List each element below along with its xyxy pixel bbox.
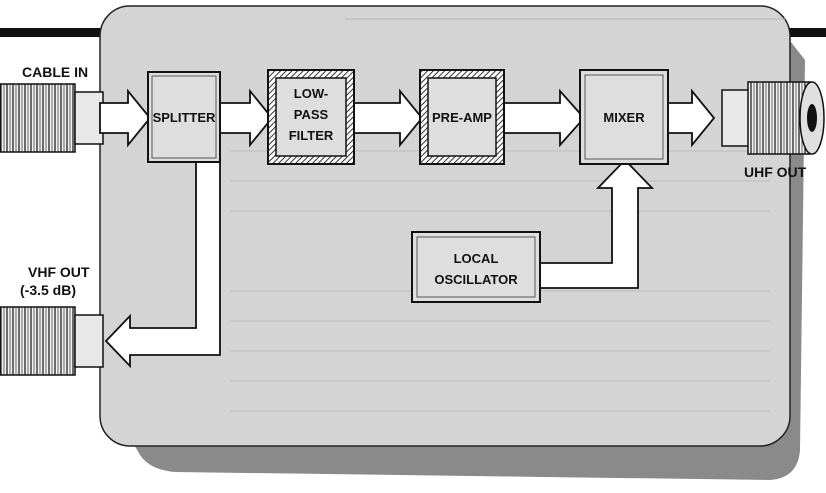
low-pass-filter-block: LOW- PASS FILTER	[268, 70, 354, 164]
cable-in-label: CABLE IN	[22, 64, 88, 80]
uhf-out-label: UHF OUT	[744, 164, 807, 180]
local-oscillator-label-line-2: OSCILLATOR	[434, 272, 518, 287]
pre-amp-label: PRE-AMP	[432, 110, 492, 125]
cable-in-connector	[0, 84, 103, 152]
vhf-out-label: VHF OUT	[28, 264, 90, 280]
low-pass-filter-label-line-2: PASS	[294, 107, 329, 122]
pre-amp-block: PRE-AMP	[420, 70, 504, 164]
uhf-out-connector	[722, 82, 824, 154]
vhf-out-connector	[0, 307, 103, 375]
splitter-block: SPLITTER	[148, 72, 220, 162]
local-oscillator-label-line-1: LOCAL	[454, 251, 499, 266]
splitter-label: SPLITTER	[153, 110, 216, 125]
vhf-out-level-label: (-3.5 dB)	[20, 282, 76, 298]
low-pass-filter-label-line-3: FILTER	[289, 128, 334, 143]
local-oscillator-block: LOCAL OSCILLATOR	[412, 232, 540, 302]
mixer-label: MIXER	[603, 110, 645, 125]
low-pass-filter-label-line-1: LOW-	[294, 86, 328, 101]
mixer-block: MIXER	[580, 70, 668, 164]
